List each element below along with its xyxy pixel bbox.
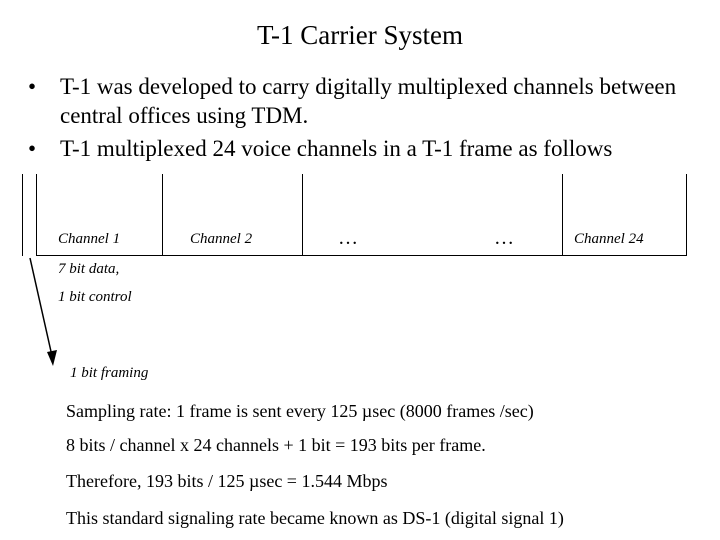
channel-1-label: Channel 1 [58, 231, 121, 247]
framing-bit-left-border [22, 174, 23, 256]
bullet-text: T-1 multiplexed 24 voice channels in a T… [60, 136, 613, 161]
bullet-item: • T-1 was developed to carry digitally m… [28, 72, 708, 130]
frame-bottom-line [36, 255, 686, 256]
slide-title: T-1 Carrier System [257, 20, 463, 50]
bullet-text: T-1 was developed to carry digitally mul… [60, 74, 677, 128]
ds1-standard-text: This standard signaling rate became know… [66, 508, 564, 528]
bullet-dot: • [28, 136, 37, 161]
channel-divider [562, 174, 563, 256]
data-bits-label: 7 bit data, [58, 261, 120, 277]
ellipsis-mark: … [494, 227, 517, 249]
bits-per-frame-text: 8 bits / channel x 24 channels + 1 bit =… [66, 435, 486, 455]
channel-divider [162, 174, 163, 256]
bullet-dot: • [28, 74, 37, 99]
control-bit-label: 1 bit control [58, 289, 132, 305]
channel-2-label: Channel 2 [190, 231, 253, 247]
bullet-item: • T-1 multiplexed 24 voice channels in a… [28, 134, 708, 163]
frame-right-border [686, 174, 687, 256]
channel-24-label: Channel 24 [574, 231, 644, 247]
framing-bit-label: 1 bit framing [70, 365, 149, 381]
ellipsis-mark: … [338, 227, 361, 249]
sampling-rate-text: Sampling rate: 1 frame is sent every 125… [66, 401, 534, 421]
framing-bit-right-border [36, 174, 37, 256]
channel-divider [302, 174, 303, 256]
line-rate-text: Therefore, 193 bits / 125 µsec = 1.544 M… [66, 471, 388, 491]
bullet-list: • T-1 was developed to carry digitally m… [28, 72, 708, 163]
